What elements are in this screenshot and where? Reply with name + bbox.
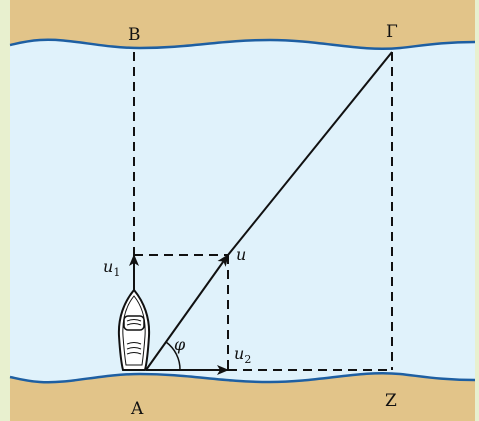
bottom-riverbank [10,373,475,421]
top-shoreline [9,38,476,51]
boat-icon [117,288,151,371]
point-label-A: Α [130,399,144,419]
path-A-to-G [227,51,393,256]
vector-u [145,254,229,371]
river-water [10,39,475,383]
vector-label-u2: u2 [234,344,251,366]
bottom-shoreline [9,371,476,384]
dashed-lines [133,52,393,371]
point-label-Z: Ζ [385,391,397,411]
top-riverbank [10,0,475,49]
point-label-G: Γ [386,22,398,42]
vector-label-u1: u1 [103,257,120,279]
angle-arc [165,341,181,371]
point-label-B: Β [128,25,141,45]
vector-label-u: u [236,245,246,264]
angle-label-phi: φ [174,335,186,354]
